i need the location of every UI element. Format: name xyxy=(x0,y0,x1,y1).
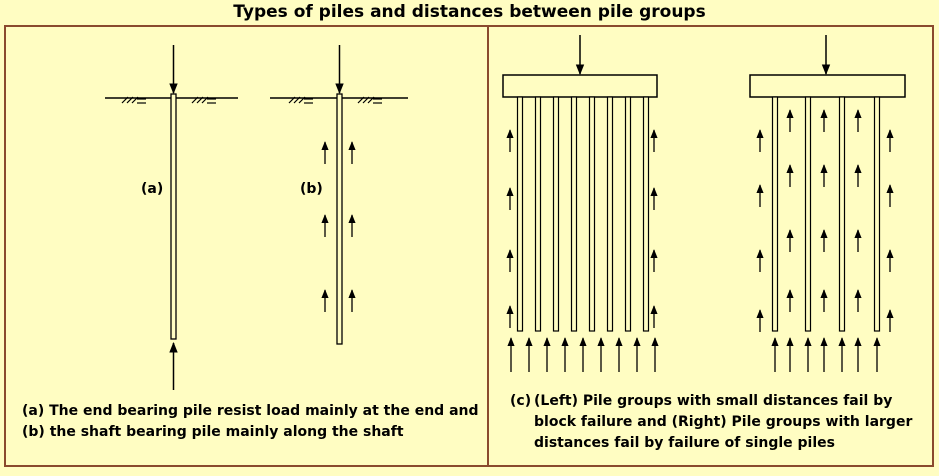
pile xyxy=(838,96,846,332)
pile xyxy=(570,96,578,332)
pile-a-diagram: (a) xyxy=(105,45,238,390)
pile-b xyxy=(336,93,343,345)
soil-hatch-icon xyxy=(288,96,382,104)
caption-right-tag: (c) xyxy=(510,393,532,409)
pile-cap-left xyxy=(502,74,658,98)
pile xyxy=(804,96,812,332)
piles-left xyxy=(516,96,650,332)
pile xyxy=(588,96,596,332)
caption-right: (c) (Left) Pile groups with small distan… xyxy=(510,391,930,454)
pile-b-diagram: (b) xyxy=(270,45,408,345)
panel-right xyxy=(487,25,934,467)
pile xyxy=(552,96,560,332)
soil-hatch-icon xyxy=(121,96,216,104)
caption-right-text: (Left) Pile groups with small distances … xyxy=(534,393,913,451)
figure-title: Types of piles and distances between pil… xyxy=(233,2,706,22)
shaft-friction-arrows xyxy=(321,141,356,312)
pile xyxy=(534,96,542,332)
pile-a xyxy=(170,93,177,340)
caption-left: (a) The end bearing pile resist load mai… xyxy=(22,403,479,440)
pile-group-small-spacing xyxy=(502,35,659,372)
pile-group-large-spacing xyxy=(749,35,906,372)
pile xyxy=(642,96,650,332)
label-b: (b) xyxy=(300,181,323,197)
pile xyxy=(606,96,614,332)
pile-cap-right xyxy=(749,74,906,98)
pile xyxy=(624,96,632,332)
friction-arrows-right xyxy=(756,109,894,372)
pile xyxy=(516,96,524,332)
label-a: (a) xyxy=(141,181,163,197)
friction-arrows-left xyxy=(506,129,659,372)
pile xyxy=(771,96,779,332)
pile xyxy=(873,96,881,332)
piles-right xyxy=(771,96,881,332)
